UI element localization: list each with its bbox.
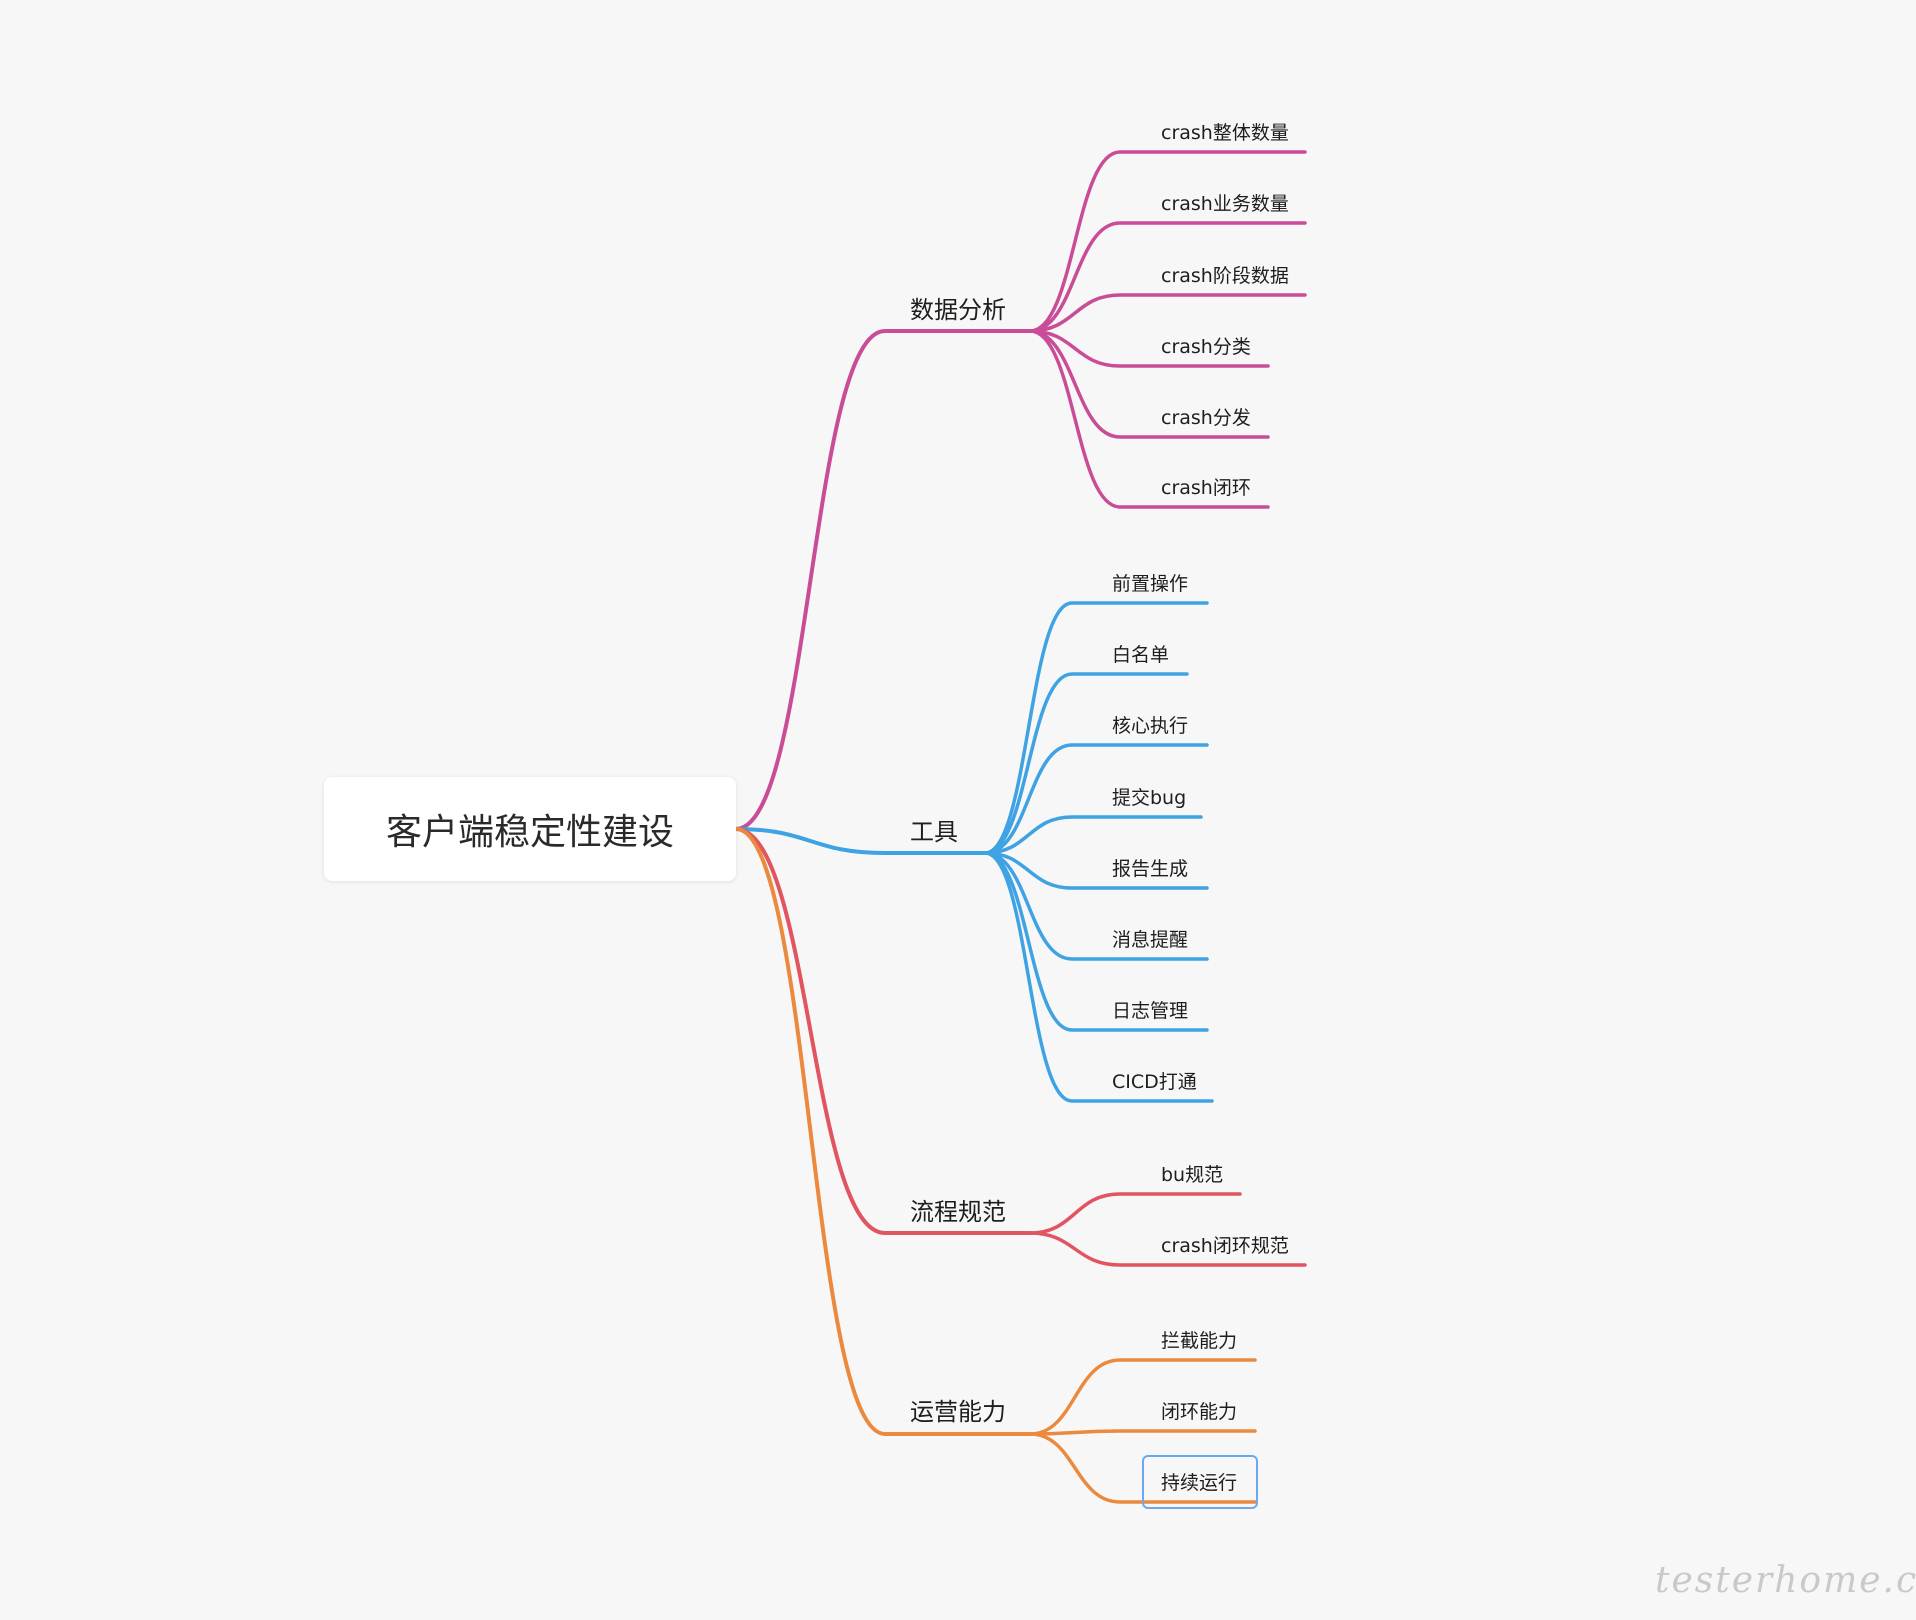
subtopic-connector: [1028, 329, 1270, 368]
branch-connector: [734, 827, 1032, 1436]
subtopic-connector: [1028, 329, 1270, 509]
subtopic-connector: [983, 851, 1209, 961]
subtopic-connector: [983, 851, 1209, 890]
subtopic-connector: [1028, 1429, 1257, 1436]
subtopic-cicd[interactable]: CICD打通: [1112, 1071, 1197, 1093]
root-node[interactable]: 客户端稳定性建设: [324, 777, 736, 881]
subtopic-connector: [1028, 221, 1307, 333]
root-node-label: 客户端稳定性建设: [385, 812, 674, 853]
subtopic-crash-stage[interactable]: crash阶段数据: [1161, 265, 1289, 287]
topic-tools[interactable]: 工具: [910, 818, 958, 846]
subtopic-crash-total[interactable]: crash整体数量: [1161, 122, 1289, 144]
subtopic-crash-loop-standard[interactable]: crash闭环规范: [1161, 1235, 1289, 1257]
subtopic-connector: [983, 601, 1209, 855]
subtopic-connector: [1028, 1192, 1242, 1235]
subtopic-connector: [983, 815, 1203, 855]
branch-connector: [734, 827, 1032, 1235]
subtopic-bu-standard[interactable]: bu规范: [1161, 1164, 1224, 1186]
subtopic-connector: [983, 851, 1214, 1103]
subtopic-connector: [1028, 1231, 1307, 1267]
subtopic-message-reminder[interactable]: 消息提醒: [1112, 929, 1189, 951]
subtopic-core-execution[interactable]: 核心执行: [1112, 715, 1189, 737]
subtopic-crash-dispatch[interactable]: crash分发: [1161, 407, 1251, 429]
subtopic-connector: [1028, 293, 1307, 333]
subtopic-connector: [1028, 1432, 1257, 1504]
subtopic-report-generation[interactable]: 报告生成: [1112, 858, 1189, 880]
subtopic-submit-bug[interactable]: 提交bug: [1112, 787, 1187, 809]
branch-connector: [734, 329, 1032, 831]
subtopic-connector: [983, 851, 1209, 1032]
subtopic-closed-loop-capability[interactable]: 闭环能力: [1161, 1401, 1238, 1423]
topic-operation-capability[interactable]: 运营能力: [910, 1398, 1006, 1426]
subtopic-connector: [1028, 1358, 1257, 1436]
subtopic-crash-closed-loop[interactable]: crash闭环: [1161, 477, 1251, 499]
branch-connector: [734, 827, 987, 855]
subtopic-connector: [983, 743, 1209, 855]
subtopic-intercept-capability[interactable]: 拦截能力: [1161, 1330, 1238, 1352]
topic-process-standards[interactable]: 流程规范: [910, 1198, 1006, 1226]
subtopic-pre-operation[interactable]: 前置操作: [1112, 573, 1189, 595]
subtopic-connector: [1028, 329, 1270, 439]
topic-data-analysis[interactable]: 数据分析: [910, 296, 1006, 324]
subtopic-connector: [1028, 150, 1307, 333]
subtopic-crash-business[interactable]: crash业务数量: [1161, 193, 1289, 215]
subtopic-whitelist[interactable]: 白名单: [1112, 644, 1170, 666]
subtopic-connector: [983, 672, 1189, 855]
subtopic-log-management[interactable]: 日志管理: [1112, 1000, 1189, 1022]
subtopic-crash-classify[interactable]: crash分类: [1161, 336, 1251, 358]
watermark: testerhome.com: [1655, 1560, 1916, 1601]
subtopic-continuous-running[interactable]: 持续运行: [1161, 1472, 1238, 1494]
